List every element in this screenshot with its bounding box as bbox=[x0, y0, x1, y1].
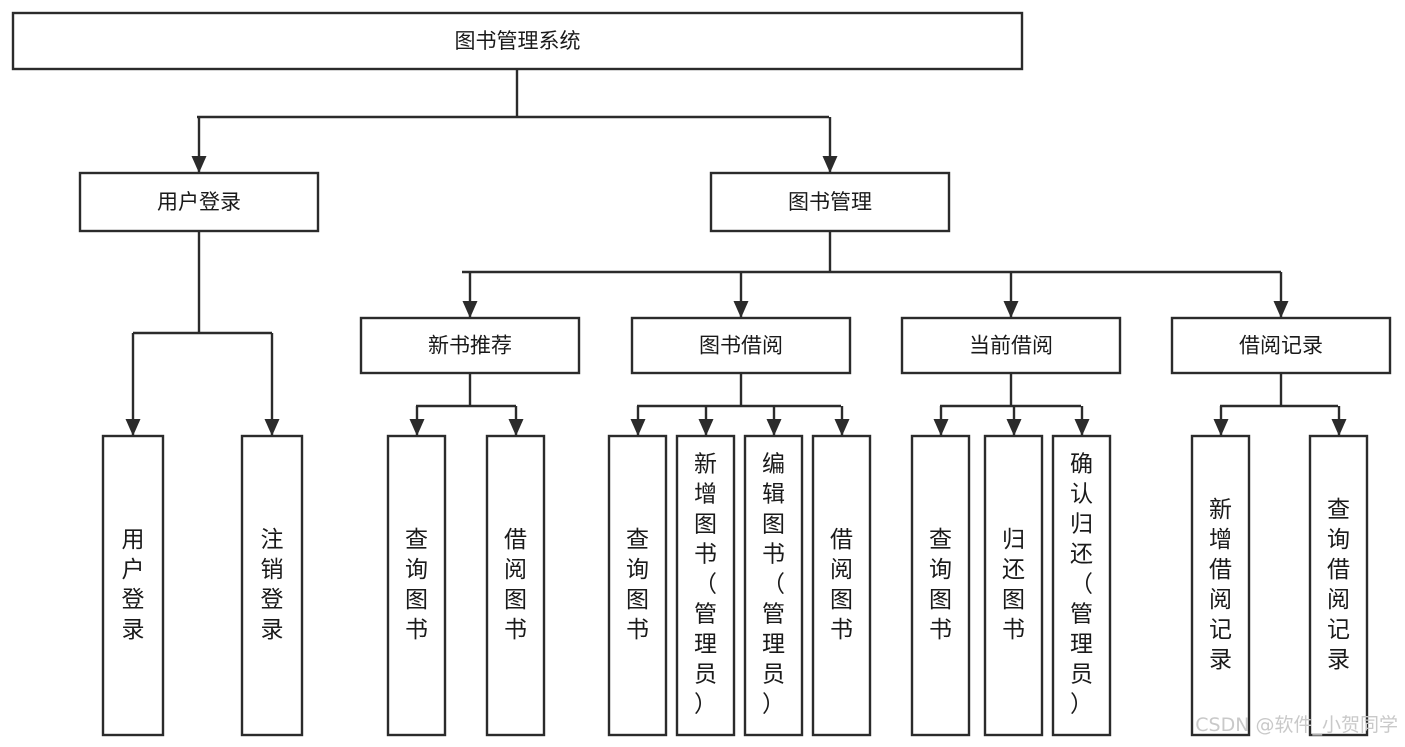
arrow-leaf-add-book bbox=[698, 419, 714, 436]
node-label-leaf-logout: 注销登录 bbox=[261, 527, 284, 643]
node-label-leaf-query-book-1: 查询图书 bbox=[405, 527, 428, 643]
node-leaf-add-record[interactable]: 新增借阅记录 bbox=[1190, 434, 1251, 737]
node-label-root: 图书管理系统 bbox=[455, 29, 581, 53]
node-leaf-logout[interactable]: 注销登录 bbox=[240, 434, 304, 737]
node-new-book-recommend[interactable]: 新书推荐 bbox=[359, 316, 581, 375]
node-leaf-user-login[interactable]: 用户登录 bbox=[101, 434, 165, 737]
node-box-leaf-borrow-book-2[interactable] bbox=[811, 434, 872, 737]
node-leaf-edit-book[interactable]: 编辑图书（管理员） bbox=[743, 434, 804, 737]
arrow-current-borrow bbox=[1003, 301, 1019, 318]
node-label-borrow-record: 借阅记录 bbox=[1239, 334, 1323, 358]
node-leaf-borrow-book-2[interactable]: 借阅图书 bbox=[811, 434, 872, 737]
node-box-leaf-add-book[interactable] bbox=[675, 434, 736, 737]
node-label-leaf-query-book-2: 查询图书 bbox=[626, 527, 649, 643]
node-label-new-book-recommend: 新书推荐 bbox=[428, 334, 512, 358]
node-root[interactable]: 图书管理系统 bbox=[11, 11, 1024, 71]
node-label-book-borrow: 图书借阅 bbox=[699, 334, 783, 358]
node-box-leaf-user-login[interactable] bbox=[101, 434, 165, 737]
node-box-book-manage[interactable] bbox=[709, 171, 951, 233]
connector-layer bbox=[125, 69, 1347, 436]
node-box-leaf-query-book-3[interactable] bbox=[910, 434, 971, 737]
node-leaf-query-book-1[interactable]: 查询图书 bbox=[386, 434, 447, 737]
node-label-leaf-return-book: 归还图书 bbox=[1002, 527, 1025, 643]
arrow-leaf-add-record bbox=[1213, 419, 1229, 436]
node-box-leaf-query-book-1[interactable] bbox=[386, 434, 447, 737]
node-box-leaf-logout[interactable] bbox=[240, 434, 304, 737]
arrow-leaf-edit-book bbox=[766, 419, 782, 436]
node-box-leaf-edit-book[interactable] bbox=[743, 434, 804, 737]
arrow-leaf-query-book-2 bbox=[630, 419, 646, 436]
node-box-root[interactable] bbox=[11, 11, 1024, 71]
node-leaf-add-book[interactable]: 新增图书（管理员） bbox=[675, 434, 736, 737]
node-label-book-manage: 图书管理 bbox=[788, 190, 872, 214]
node-leaf-borrow-book-1[interactable]: 借阅图书 bbox=[485, 434, 546, 737]
node-box-user-login[interactable] bbox=[78, 171, 320, 233]
node-label-leaf-query-record: 查询借阅记录 bbox=[1327, 497, 1350, 673]
node-label-current-borrow: 当前借阅 bbox=[969, 334, 1053, 358]
node-current-borrow[interactable]: 当前借阅 bbox=[900, 316, 1122, 375]
node-leaf-return-book[interactable]: 归还图书 bbox=[983, 434, 1044, 737]
node-book-borrow[interactable]: 图书借阅 bbox=[630, 316, 852, 375]
node-label-leaf-query-book-3: 查询图书 bbox=[929, 527, 952, 643]
node-box-current-borrow[interactable] bbox=[900, 316, 1122, 375]
node-box-leaf-confirm-return[interactable] bbox=[1051, 434, 1112, 737]
node-box-book-borrow[interactable] bbox=[630, 316, 852, 375]
node-label-leaf-edit-book: 编辑图书（管理员） bbox=[762, 452, 785, 718]
node-label-leaf-borrow-book-2: 借阅图书 bbox=[830, 527, 853, 643]
node-box-borrow-record[interactable] bbox=[1170, 316, 1392, 375]
node-box-new-book-recommend[interactable] bbox=[359, 316, 581, 375]
node-label-leaf-add-book: 新增图书（管理员） bbox=[694, 452, 717, 718]
node-box-leaf-add-record[interactable] bbox=[1190, 434, 1251, 737]
arrow-leaf-query-book-1 bbox=[409, 419, 425, 436]
node-borrow-record[interactable]: 借阅记录 bbox=[1170, 316, 1392, 375]
arrow-leaf-query-record bbox=[1331, 419, 1347, 436]
node-leaf-confirm-return[interactable]: 确认归还（管理员） bbox=[1051, 434, 1112, 737]
node-book-manage[interactable]: 图书管理 bbox=[709, 171, 951, 233]
arrow-leaf-return-book bbox=[1006, 419, 1022, 436]
arrow-leaf-user-login bbox=[125, 419, 141, 436]
node-leaf-query-book-2[interactable]: 查询图书 bbox=[607, 434, 668, 737]
node-box-leaf-query-book-2[interactable] bbox=[607, 434, 668, 737]
arrow-new-book-recommend bbox=[462, 301, 478, 318]
node-label-leaf-borrow-book-1: 借阅图书 bbox=[504, 527, 527, 643]
node-label-leaf-confirm-return: 确认归还（管理员） bbox=[1070, 452, 1093, 718]
arrow-leaf-confirm-return bbox=[1074, 419, 1090, 436]
arrow-book-borrow bbox=[733, 301, 749, 318]
arrow-book-manage bbox=[822, 156, 838, 173]
arrow-leaf-query-book-3 bbox=[933, 419, 949, 436]
arrow-user-login bbox=[191, 156, 207, 173]
node-label-leaf-user-login: 用户登录 bbox=[122, 527, 145, 643]
arrow-leaf-logout bbox=[264, 419, 280, 436]
node-layer: 图书管理系统用户登录图书管理新书推荐图书借阅当前借阅借阅记录用户登录注销登录查询… bbox=[11, 11, 1392, 737]
node-box-leaf-return-book[interactable] bbox=[983, 434, 1044, 737]
node-label-leaf-add-record: 新增借阅记录 bbox=[1209, 497, 1232, 673]
node-box-leaf-query-record[interactable] bbox=[1308, 434, 1369, 737]
arrow-leaf-borrow-book-2 bbox=[834, 419, 850, 436]
arrow-leaf-borrow-book-1 bbox=[508, 419, 524, 436]
node-leaf-query-book-3[interactable]: 查询图书 bbox=[910, 434, 971, 737]
arrow-borrow-record bbox=[1273, 301, 1289, 318]
node-box-leaf-borrow-book-1[interactable] bbox=[485, 434, 546, 737]
node-user-login[interactable]: 用户登录 bbox=[78, 171, 320, 233]
node-label-user-login: 用户登录 bbox=[157, 190, 241, 214]
watermark-label: CSDN @软件_小贺同学 bbox=[1195, 714, 1398, 736]
node-leaf-query-record[interactable]: 查询借阅记录 bbox=[1308, 434, 1369, 737]
